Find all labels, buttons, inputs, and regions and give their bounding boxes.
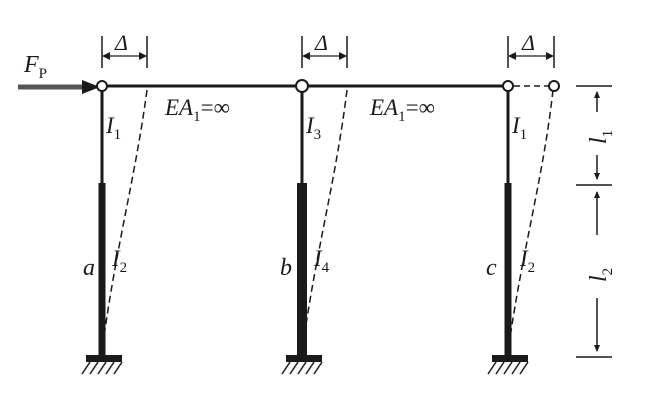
column-b-label: b	[280, 255, 292, 281]
column-b-hinge	[295, 79, 309, 93]
displacement-c-label: Δ	[521, 30, 535, 55]
column-a-upper-inertia: I1	[105, 113, 121, 143]
column-c-lower-inertia: I2	[519, 246, 535, 276]
column-c	[487, 80, 560, 375]
column-a	[81, 80, 148, 375]
column-c-label: c	[486, 255, 497, 281]
displacement-marker-c: Δ	[507, 30, 555, 68]
column-b-fixed-support-hatch	[281, 361, 323, 375]
beam-ab-label: EA1=∞	[164, 95, 230, 125]
column-b-deflected-shape	[301, 89, 348, 353]
column-a-lower-inertia: I2	[111, 246, 127, 276]
displacement-marker-a: Δ	[101, 30, 148, 68]
load-label: FP	[23, 52, 47, 82]
column-b-lower-inertia: I4	[313, 246, 330, 276]
column-c-upper-inertia: I1	[511, 113, 527, 143]
dimension-l2-label: l2	[586, 268, 616, 282]
beam-bc-label: EA1=∞	[369, 95, 435, 125]
displacement-a-label: Δ	[114, 30, 128, 55]
column-a-label: a	[83, 255, 95, 281]
displacement-marker-b: Δ	[301, 30, 348, 68]
column-c-deflected-shape	[507, 89, 554, 353]
column-b	[281, 79, 348, 375]
column-b-upper-inertia: I3	[305, 113, 321, 143]
load-subscript: P	[39, 66, 47, 82]
column-a-deflected-shape	[101, 89, 148, 353]
displacement-b-label: Δ	[314, 30, 328, 55]
load-arrow	[18, 80, 100, 94]
column-a-hinge	[96, 80, 108, 92]
column-c-base-plate	[492, 355, 528, 362]
column-b-base-plate	[286, 355, 322, 362]
column-a-base-plate	[86, 355, 122, 362]
column-c-fixed-support-hatch	[487, 361, 529, 375]
dimension-lines	[576, 85, 612, 358]
column-c-displaced-hinge	[548, 80, 560, 92]
dimension-l1-label: l1	[586, 130, 616, 144]
column-c-hinge	[502, 80, 514, 92]
load-symbol: F	[23, 52, 39, 78]
column-a-fixed-support-hatch	[81, 361, 123, 375]
